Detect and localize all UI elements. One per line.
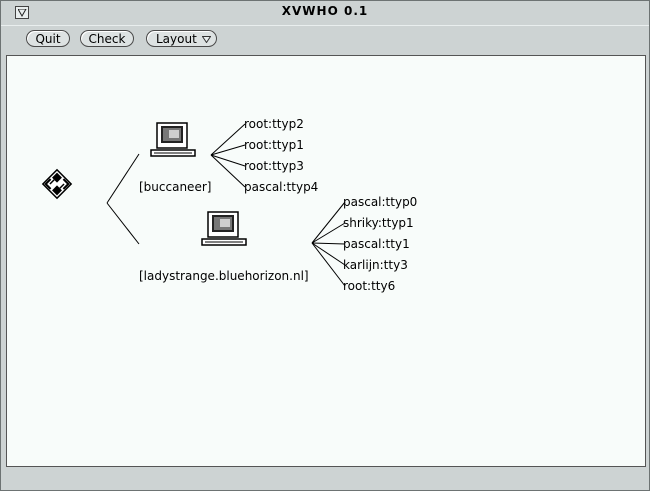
network-root-icon[interactable] [41,168,73,200]
window-menu-button[interactable] [15,6,29,19]
session-label[interactable]: karlijn:tty3 [343,258,408,272]
session-label[interactable]: root:tty6 [343,279,396,293]
quit-button-label: Quit [35,32,61,46]
title-bar[interactable]: XVWHO 0.1 [1,1,649,26]
host-2-user-line [311,242,346,245]
host-2-user-line [311,242,346,266]
host-2-user-line [311,242,346,287]
host-1-user-line [210,123,246,156]
session-label[interactable]: root:ttyp1 [244,138,304,152]
host-label: [ladystrange.bluehorizon.nl] [139,269,309,283]
session-label[interactable]: root:ttyp3 [244,159,304,173]
host-2-user-line [311,222,346,244]
control-panel: Quit Check Layout [1,26,649,54]
quit-button[interactable]: Quit [26,30,70,47]
check-button-label: Check [88,32,126,46]
workstation-icon[interactable] [150,122,198,160]
session-label[interactable]: pascal:ttyp4 [244,180,319,194]
host-2-user-line [311,201,346,244]
workstation-icon[interactable] [201,211,249,249]
window-menu-icon [18,9,27,17]
host-1-user-line [210,154,246,167]
layout-menu-button[interactable]: Layout [146,30,217,47]
host-1-user-line [210,154,246,188]
session-label[interactable]: pascal:ttyp0 [343,195,418,209]
session-label[interactable]: shriky:ttyp1 [343,216,414,230]
who-tree-canvas[interactable]: [buccaneer] [ladystrange.bluehorizon.nl]… [6,55,646,467]
check-button[interactable]: Check [80,30,134,47]
root-to-host-2-line [106,202,140,245]
chevron-down-icon [202,36,211,43]
host-1-user-line [210,144,246,156]
root-to-host-1-line [106,153,140,204]
host-label: [buccaneer] [139,180,212,194]
window-title: XVWHO 0.1 [281,4,369,18]
layout-button-label: Layout [156,32,197,46]
session-label[interactable]: root:ttyp2 [244,117,304,131]
window-footer [1,469,649,490]
session-label[interactable]: pascal:tty1 [343,237,410,251]
tree-connectors [106,123,346,287]
